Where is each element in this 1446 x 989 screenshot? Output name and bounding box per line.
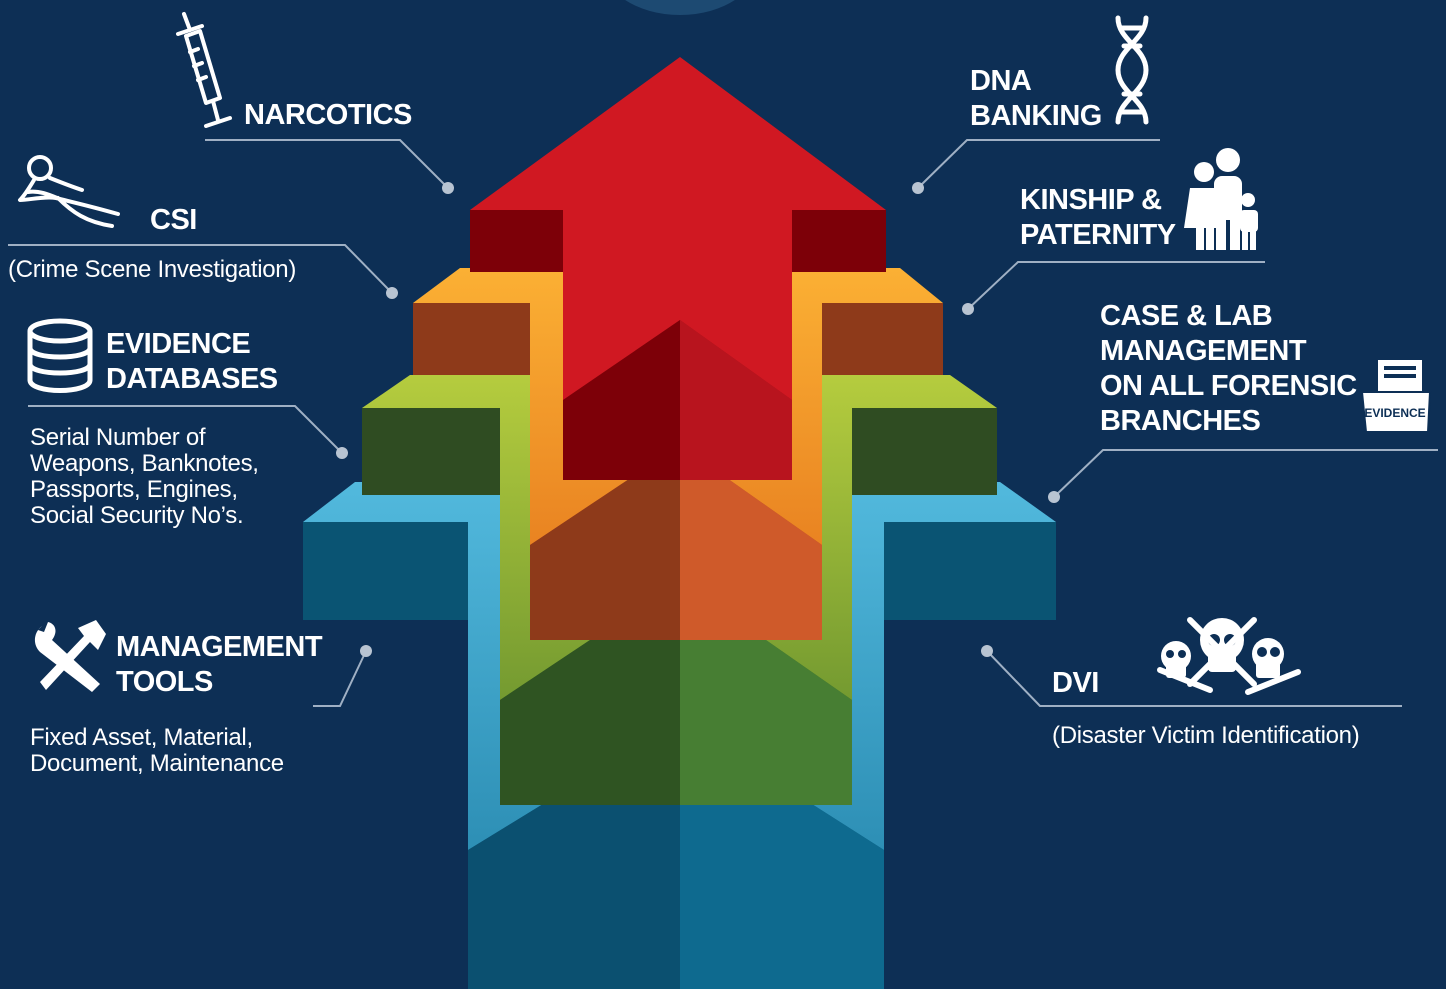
tools-icon [34,620,106,692]
management-sub-line-2: Document, Maintenance [30,750,284,777]
dvi-label: DVI [1052,667,1099,699]
management-line-1: MANAGEMENT [116,631,323,663]
dvi-subtitle: (Disaster Victim Identification) [1052,722,1360,749]
kinship-paternity-label: KINSHIP & PATERNITY [1020,183,1176,253]
narcotics-label: NARCOTICS [244,99,412,131]
management-sub-line-1: Fixed Asset, Material, [30,724,253,751]
case-line-2: MANAGEMENT [1100,335,1307,367]
top-circle [625,0,735,15]
management-line-2: TOOLS [116,666,213,698]
dna-line-2: BANKING [970,100,1102,132]
family-icon [1184,148,1258,250]
case-line-3: ON ALL FORENSIC [1100,370,1357,402]
evidence-databases-label: EVIDENCE DATABASES [106,327,278,397]
dna-line-1: DNA [970,65,1032,97]
orange-layer [413,268,943,640]
evidence-line-2: DATABASES [106,363,278,395]
connector-lines [8,139,1438,707]
connector-dots [336,182,1060,657]
evidence-sub-line-3: Passports, Engines, [30,476,238,503]
evidence-line-1: EVIDENCE [106,328,251,360]
evidence-sub-line-4: Social Security No’s. [30,502,244,529]
evidence-folder-icon: EVIDENCE [1360,360,1432,433]
dna-icon [1115,15,1149,125]
evidence-folder-label: EVIDENCE [1364,406,1425,420]
body-outline-icon [18,155,120,228]
case-line-1: CASE & LAB [1100,300,1273,332]
kinship-line-2: PATERNITY [1020,219,1176,251]
evidence-sub-line-2: Weapons, Banknotes, [30,450,259,477]
evidence-databases-subtitle: Serial Number of Weapons, Banknotes, Pas… [30,425,259,529]
case-lab-management-label: CASE & LAB MANAGEMENT ON ALL FORENSIC BR… [1100,299,1357,439]
kinship-line-1: KINSHIP & [1020,184,1162,216]
management-tools-label: MANAGEMENT TOOLS [116,630,323,700]
csi-subtitle: (Crime Scene Investigation) [8,256,297,283]
evidence-sub-line-1: Serial Number of [30,424,206,451]
skulls-icon [1157,617,1301,695]
csi-label: CSI [150,204,197,236]
syringe-icon [176,12,232,128]
case-line-4: BRANCHES [1100,405,1261,437]
management-tools-subtitle: Fixed Asset, Material, Document, Mainten… [30,725,284,777]
database-icon [27,318,93,393]
red-arrow [470,57,886,480]
dna-banking-label: DNA BANKING [970,64,1102,134]
